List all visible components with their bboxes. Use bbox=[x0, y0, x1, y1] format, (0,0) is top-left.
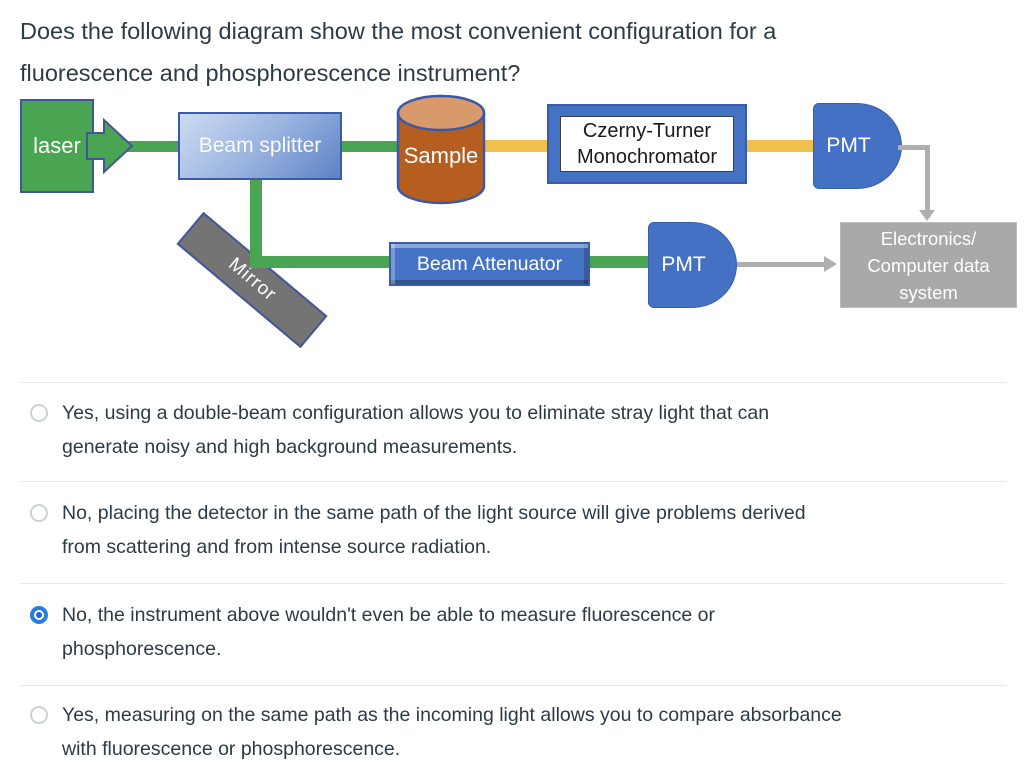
answer-option-2[interactable]: No, placing the detector in the same pat… bbox=[0, 496, 1024, 576]
option-divider-3 bbox=[20, 583, 1006, 584]
option-4-text-line-1: Yes, measuring on the same path as the i… bbox=[62, 704, 842, 726]
radio-button-option-4[interactable] bbox=[30, 706, 48, 724]
pmt-detector-bottom: PMT bbox=[648, 222, 737, 308]
electronics-box: Electronics/ Computer data system bbox=[840, 222, 1017, 308]
connector-pmt-top-horizontal bbox=[898, 145, 930, 150]
question-title-line-2: fluorescence and phosphorescence instrum… bbox=[20, 60, 521, 86]
beam-splitter-to-sample bbox=[336, 141, 400, 152]
beam-splitter-label: Beam splitter bbox=[198, 134, 322, 157]
beam-attenuator-to-pmt bbox=[588, 256, 650, 268]
pmt-top-label: PMT bbox=[826, 134, 871, 157]
option-3-text-line-1: No, the instrument above wouldn't even b… bbox=[62, 604, 716, 626]
electronics-label-line-2: Computer data bbox=[867, 254, 990, 276]
beam-monochromator-to-pmt bbox=[745, 140, 815, 152]
option-1-text-line-1: Yes, using a double-beam configuration a… bbox=[62, 402, 770, 424]
pmt-bottom-label: PMT bbox=[661, 253, 706, 276]
radio-selected-dot bbox=[36, 612, 42, 618]
answer-option-3[interactable]: No, the instrument above wouldn't even b… bbox=[0, 598, 1024, 678]
instrument-diagram: Mirror laser Beam splitter Sample Czerny… bbox=[0, 0, 1024, 360]
beam-attenuator-label: Beam Attenuator bbox=[416, 252, 563, 275]
monochromator-label-line-1: Czerny-Turner bbox=[582, 120, 712, 142]
beam-splitter-box: Beam splitter bbox=[178, 112, 342, 180]
monochromator-inner-panel: Czerny-Turner Monochromator bbox=[560, 116, 734, 172]
option-1-text-line-2: generate noisy and high background measu… bbox=[62, 436, 518, 458]
sample-cylinder-shape bbox=[396, 94, 486, 205]
electronics-label-line-3: system bbox=[899, 281, 958, 303]
option-4-text-line-2: with fluorescence or phosphorescence. bbox=[62, 738, 401, 760]
connector-pmt-bottom-horizontal bbox=[737, 262, 824, 267]
electronics-label-line-1: Electronics/ bbox=[880, 227, 977, 249]
connector-pmt-top-vertical bbox=[925, 145, 930, 211]
pmt-detector-top: PMT bbox=[813, 103, 902, 189]
answer-option-4[interactable]: Yes, measuring on the same path as the i… bbox=[0, 698, 1024, 766]
beam-attenuator-box: Beam Attenuator bbox=[389, 242, 590, 286]
radio-button-option-1[interactable] bbox=[30, 404, 48, 422]
connector-arrow-right-icon bbox=[824, 256, 837, 272]
option-2-text-line-1: No, placing the detector in the same pat… bbox=[62, 502, 806, 524]
option-3-text-line-2: phosphorescence. bbox=[62, 638, 222, 660]
laser-label: laser bbox=[33, 133, 81, 158]
beam-mirror-to-attenuator bbox=[250, 256, 391, 268]
connector-arrow-down-icon bbox=[919, 210, 935, 221]
option-2-text-line-2: from scattering and from intense source … bbox=[62, 536, 492, 558]
radio-button-option-2[interactable] bbox=[30, 504, 48, 522]
monochromator-label-line-2: Monochromator bbox=[576, 146, 718, 168]
monochromator-box: Czerny-Turner Monochromator bbox=[547, 104, 747, 184]
answer-option-1[interactable]: Yes, using a double-beam configuration a… bbox=[0, 396, 1024, 476]
beam-laser-to-splitter bbox=[126, 141, 180, 152]
option-divider-2 bbox=[20, 481, 1006, 482]
laser-source-box: laser bbox=[20, 99, 94, 193]
laser-arrow-icon bbox=[86, 117, 134, 175]
option-divider-1 bbox=[20, 382, 1006, 383]
question-title-line-1: Does the following diagram show the most… bbox=[20, 18, 777, 44]
option-divider-4 bbox=[20, 685, 1006, 686]
beam-sample-to-monochromator bbox=[483, 140, 549, 152]
radio-button-option-3-selected[interactable] bbox=[30, 606, 48, 624]
beam-splitter-down bbox=[250, 174, 262, 268]
radio-selected-ring bbox=[34, 610, 44, 620]
